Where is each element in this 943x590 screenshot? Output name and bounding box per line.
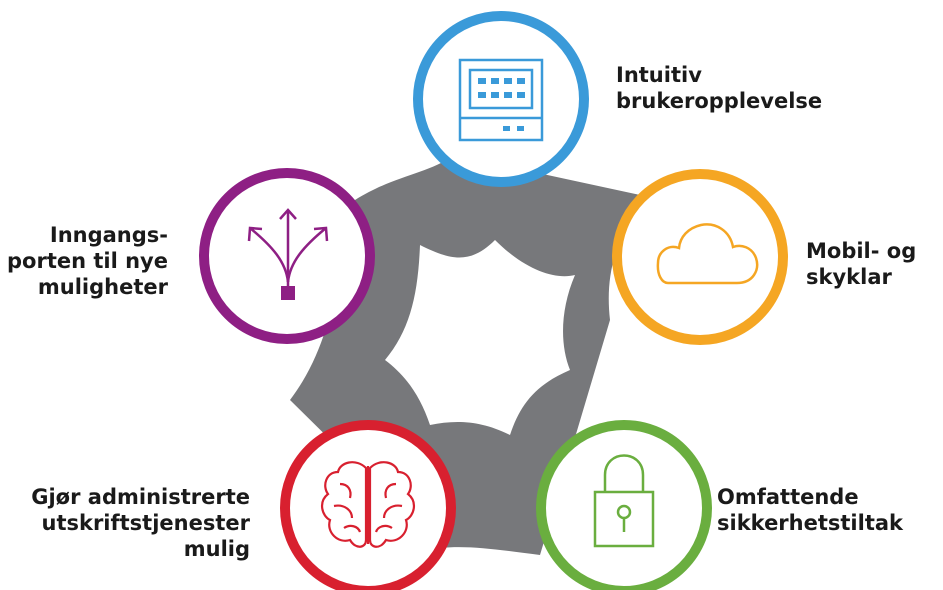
label-ux-line-1: Intuitiv (616, 63, 702, 87)
padlock-icon (593, 454, 655, 548)
label-gateway: Inngangs- porten til nye muligheter (7, 222, 168, 300)
label-cloud: Mobil- og skyklar (806, 238, 916, 290)
label-security-line-2: sikkerhetstiltak (717, 511, 904, 535)
node-security-ring (536, 420, 712, 590)
label-managed-line-1: Gjør administrerte (31, 485, 250, 509)
label-managed-line-2: utskriftstjenester (41, 511, 251, 535)
node-ux (413, 11, 589, 187)
node-gateway (199, 168, 375, 344)
node-ux-ring (413, 11, 589, 187)
label-gateway-line-3: muligheter (37, 275, 168, 299)
label-ux: Intuitiv brukeropplevelse (616, 62, 822, 114)
label-security-line-1: Omfattende (717, 485, 859, 509)
label-cloud-line-1: Mobil- og (806, 239, 917, 263)
branch-origin-marker (281, 286, 295, 300)
node-security (536, 420, 712, 590)
label-managed-line-3: mulig (183, 537, 250, 561)
label-gateway-line-1: Inngangs- (49, 223, 168, 247)
brain-icon (321, 461, 415, 548)
node-cloud (612, 169, 788, 345)
node-cloud-ring (612, 169, 788, 345)
cloud-icon (656, 223, 759, 285)
label-ux-line-2: brukeropplevelse (616, 89, 823, 113)
node-managed (280, 420, 456, 590)
label-gateway-line-2: porten til nye (7, 249, 168, 273)
label-security: Omfattende sikkerhetstiltak (717, 484, 903, 536)
branching-arrows-icon (247, 208, 329, 288)
keypad-keys (478, 78, 525, 131)
label-cloud-line-2: skyklar (806, 265, 892, 289)
keypad-screen-icon (458, 58, 544, 142)
label-managed: Gjør administrerte utskriftstjenester mu… (31, 484, 250, 562)
